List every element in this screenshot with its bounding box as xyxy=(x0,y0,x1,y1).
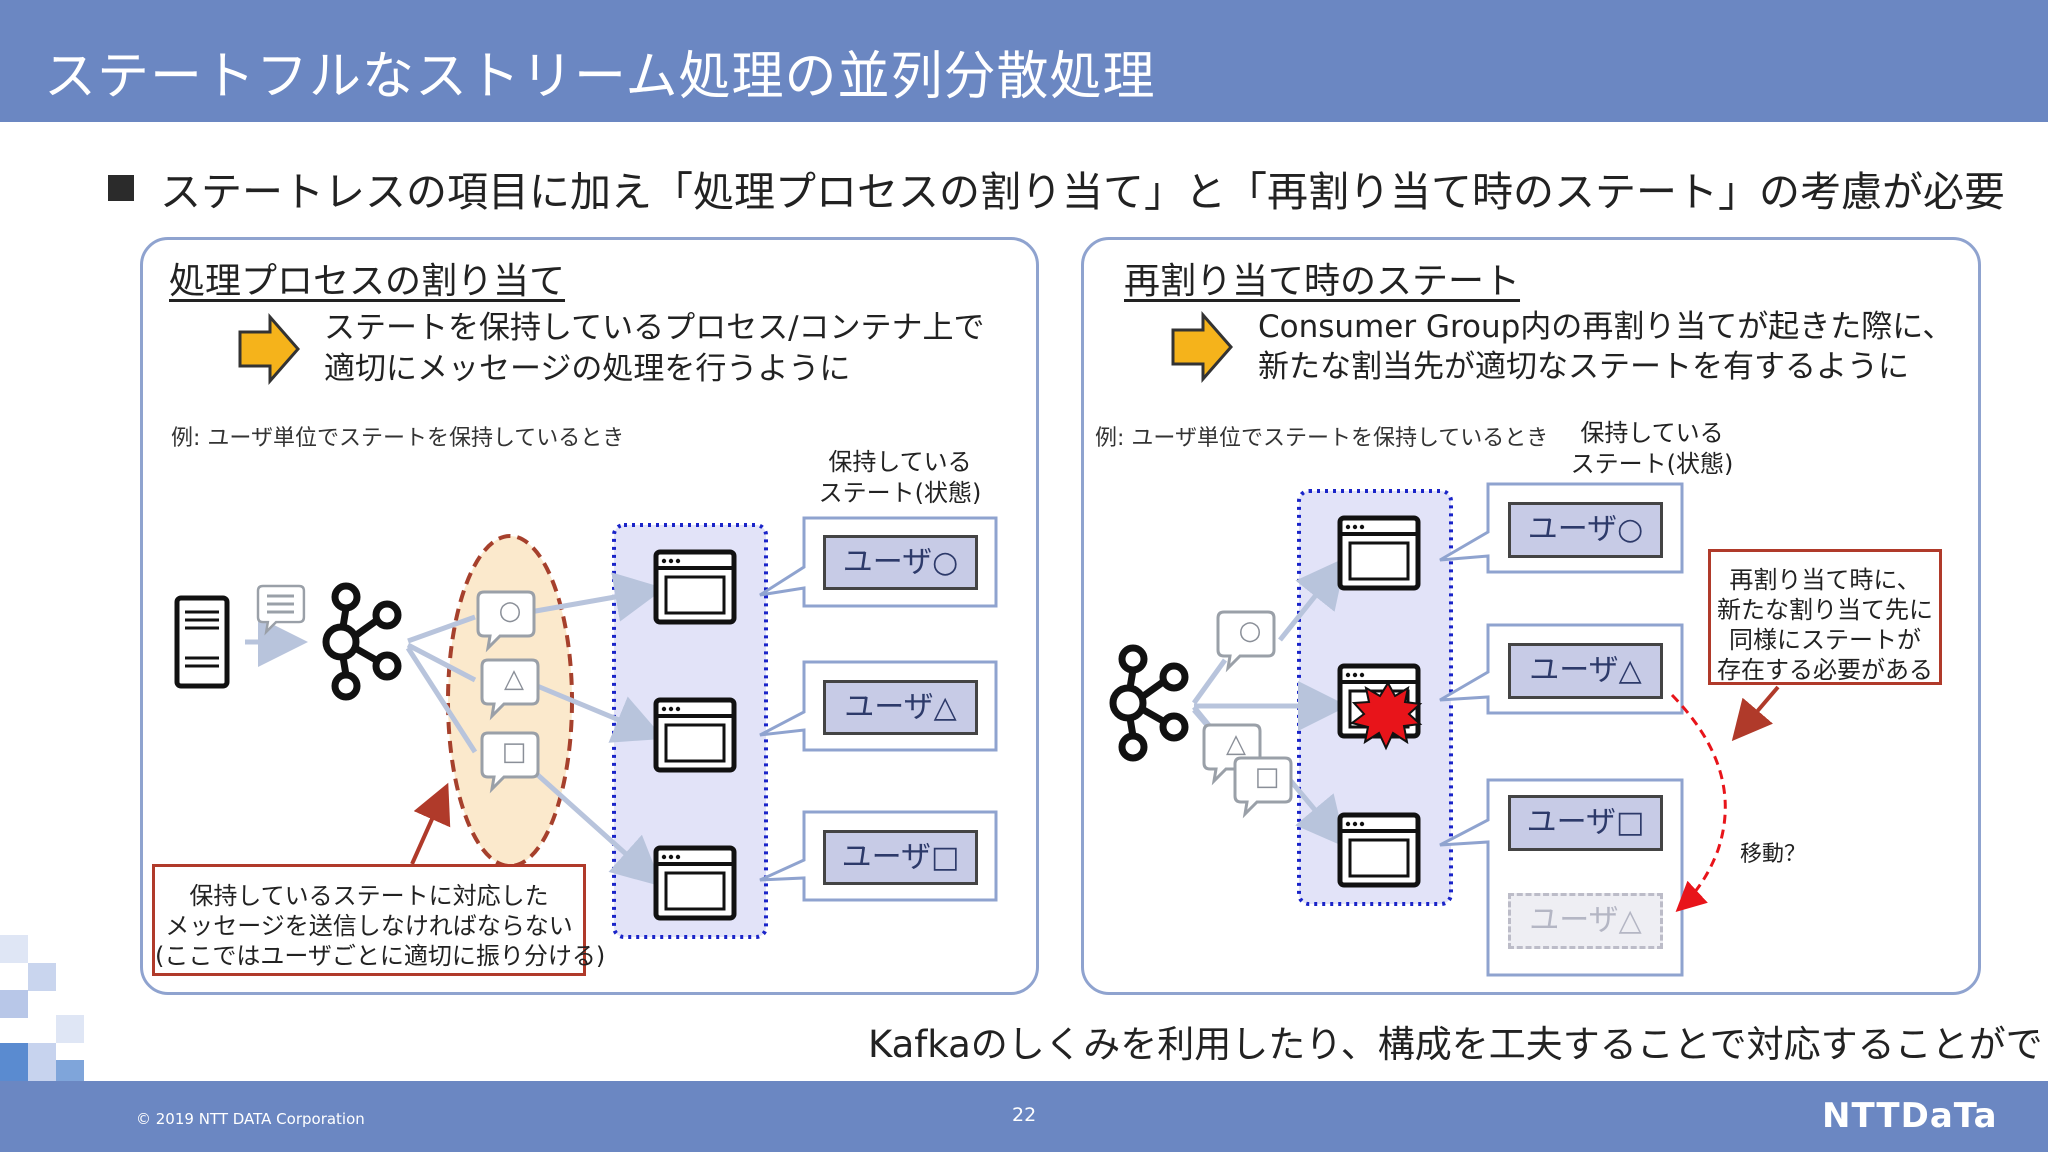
right-callout-line4: 存在する必要がある xyxy=(1717,656,1933,684)
move-label: 移動？ xyxy=(1740,842,1807,867)
ntt-data-logo: NTTDaTa xyxy=(1822,1096,1998,1136)
bullet-square-icon xyxy=(108,175,134,201)
server-icon xyxy=(174,595,230,689)
process-window-icon xyxy=(656,552,734,622)
left-state-user-circle: ユーザ○ xyxy=(823,535,978,590)
message-symbol-square: □ xyxy=(501,737,527,767)
footer-bar xyxy=(0,1081,2048,1152)
left-state-label-line2: ステート(状態) xyxy=(818,479,982,507)
left-state-label-line1: 保持している xyxy=(828,448,972,476)
right-callout: 再割り当て時に、 新たな割り当て先に 同様にステートが 存在する必要がある xyxy=(1708,549,1942,685)
message-symbol-triangle: △ xyxy=(1226,729,1246,759)
right-state-user-circle: ユーザ○ xyxy=(1508,502,1663,558)
right-arrow-icon xyxy=(1171,311,1233,383)
right-panel-example: 例: ユーザ単位でステートを保持しているとき xyxy=(1095,426,1549,451)
left-callout-line1: 保持しているステートに対応した xyxy=(189,882,549,910)
right-state-user-triangle: ユーザ△ xyxy=(1508,643,1663,699)
process-window-icon xyxy=(656,848,734,918)
move-arrow xyxy=(1670,693,1727,913)
crash-icon xyxy=(1349,680,1423,751)
conclusion-text: Kafkaのしくみを利用したり、構成を工夫することで対応することができる xyxy=(868,1023,2048,1066)
left-state-user-triangle: ユーザ△ xyxy=(823,680,978,735)
right-callout-line2: 新たな割り当て先に xyxy=(1717,596,1933,624)
right-arrow-icon xyxy=(238,313,300,385)
slide-title: ステートフルなストリーム処理の並列分散処理 xyxy=(44,47,1156,107)
right-state-ghost: ユーザ△ xyxy=(1508,893,1663,949)
message-symbol-circle: ○ xyxy=(1238,616,1262,646)
left-panel-example: 例: ユーザ単位でステートを保持しているとき xyxy=(171,426,625,451)
right-panel-title: 再割り当て時のステート xyxy=(1124,261,1521,302)
left-callout-line3: (ここではユーザごとに適切に振り分ける) xyxy=(155,942,606,970)
message-icon xyxy=(256,584,306,634)
title-bar xyxy=(0,0,2048,122)
bullet-text: ステートレスの項目に加え「処理プロセスの割り当て」と「再割り当て時のステート」の… xyxy=(160,168,2005,216)
left-panel-desc-line1: ステートを保持しているプロセス/コンテナ上で xyxy=(324,310,985,346)
left-callout-line2: メッセージを送信しなければならない xyxy=(165,912,573,940)
message-symbol-circle: ○ xyxy=(498,596,522,626)
right-state-label-line2: ステート(状態) xyxy=(1570,450,1734,478)
process-window-icon xyxy=(656,700,734,770)
right-panel-desc-line2: 新たな割当先が適切なステートを有するように xyxy=(1258,349,1909,385)
left-panel-title: 処理プロセスの割り当て xyxy=(169,261,566,302)
copyright: © 2019 NTT DATA Corporation xyxy=(136,1110,365,1128)
right-callout-line1: 再割り当て時に、 xyxy=(1729,566,1921,594)
right-callout-line3: 同様にステートが xyxy=(1729,626,1921,654)
kafka-icon xyxy=(322,582,402,701)
right-state-user-square: ユーザ□ xyxy=(1508,795,1663,851)
left-panel-desc-line2: 適切にメッセージの処理を行うように xyxy=(324,351,851,387)
process-window-icon xyxy=(1340,815,1418,885)
page-number: 22 xyxy=(1012,1104,1037,1126)
left-state-user-square: ユーザ□ xyxy=(823,830,978,885)
process-window-icon xyxy=(1340,518,1418,588)
message-symbol-triangle: △ xyxy=(504,664,524,694)
right-state-label-line1: 保持している xyxy=(1580,419,1724,447)
message-symbol-square: □ xyxy=(1254,762,1280,792)
kafka-icon xyxy=(1109,644,1189,762)
right-panel-desc-line1: Consumer Group内の再割り当てが起きた際に、 xyxy=(1258,309,1954,345)
left-callout: 保持しているステートに対応した メッセージを送信しなければならない (ここではユ… xyxy=(152,864,606,976)
